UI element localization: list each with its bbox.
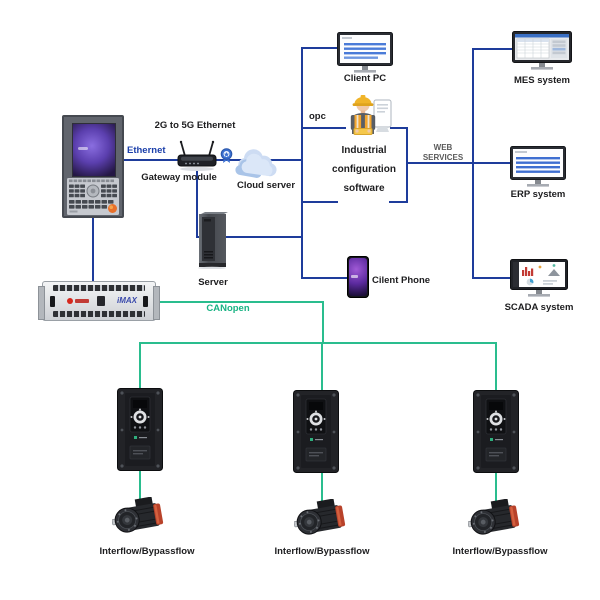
mes-system-label: MES system xyxy=(514,75,570,86)
server-branch-line xyxy=(196,236,303,238)
certificate-badge-icon xyxy=(220,148,233,163)
client-phone-label: Cilent Phone xyxy=(372,275,431,286)
cloud-server-label: Cloud server xyxy=(236,180,296,191)
hmi-screen xyxy=(72,123,116,177)
gateway-router-icon xyxy=(177,140,217,171)
scada-system-label: SCADA system xyxy=(504,302,574,313)
industrial-software-line2: configuration xyxy=(332,164,396,175)
motor3-link-line xyxy=(495,470,497,506)
plc-brand-text xyxy=(75,299,89,303)
motor1-link-line xyxy=(139,468,141,506)
industrial-software-label: Industrial configuration software xyxy=(312,141,416,198)
motor2-link-line xyxy=(321,470,323,506)
client-phone-icon xyxy=(347,256,369,298)
opc-label: opc xyxy=(309,111,326,122)
web-services-line xyxy=(406,162,514,164)
bracket-bottom-left-line xyxy=(302,201,338,203)
client-pc-label: Client PC xyxy=(343,73,387,84)
worker-right-line xyxy=(390,127,408,129)
right-vertical-line xyxy=(472,48,474,279)
gateway-caption-label: 2G to 5G Ethernet xyxy=(154,120,236,131)
web-services-line1: WEB xyxy=(433,143,453,152)
motor-icon xyxy=(112,497,164,533)
interflow-label-3: Interflow/Bypassflow xyxy=(452,546,548,557)
industrial-software-line3: software xyxy=(343,183,385,194)
drive1-drop-line xyxy=(139,342,141,390)
hmi-device-icon xyxy=(62,115,124,218)
motor-icon xyxy=(468,499,520,535)
canopen-bus-line xyxy=(139,342,497,344)
plc-bottom-slots xyxy=(53,311,145,317)
erp-monitor-icon xyxy=(510,146,566,187)
plc-brand-logo xyxy=(67,298,73,304)
plc-right-ear xyxy=(153,286,160,320)
server-tower-icon xyxy=(198,212,228,269)
canopen-line xyxy=(155,301,324,303)
hmi-down-line xyxy=(92,218,94,282)
plc-right-port xyxy=(143,296,148,307)
plc-connector xyxy=(97,296,105,306)
plc-top-slots xyxy=(53,285,145,291)
client-pc-branch-line xyxy=(301,47,338,49)
plc-model-label: iMAX xyxy=(117,296,137,305)
worker-icon xyxy=(350,95,392,135)
vfd-drive-icon xyxy=(473,390,519,473)
gateway-down-line xyxy=(196,171,198,238)
interflow-label-2: Interflow/Bypassflow xyxy=(274,546,370,557)
erp-system-label: ERP system xyxy=(510,189,566,200)
web-services-line2: SERVICES xyxy=(422,152,464,162)
interflow-label-1: Interflow/Bypassflow xyxy=(99,546,195,557)
phone-logo xyxy=(351,275,358,278)
scada-branch-line xyxy=(472,277,514,279)
hmi-screen-logo xyxy=(78,147,88,150)
plc-left-ear xyxy=(38,286,45,320)
gateway-module-label: Gateway module xyxy=(141,172,217,183)
drive2-drop-line xyxy=(321,342,323,392)
vfd-drive-icon xyxy=(293,390,339,473)
industrial-software-line1: Industrial xyxy=(341,145,387,156)
bracket-right-vertical-line xyxy=(406,127,408,203)
canopen-drop-line xyxy=(322,301,324,344)
bracket-bottom-right-line xyxy=(389,201,408,203)
scada-monitor-icon xyxy=(510,259,568,297)
plc-left-port xyxy=(50,296,55,307)
cloud-icon xyxy=(235,149,277,178)
motor-icon xyxy=(294,499,346,535)
phone-screen xyxy=(349,258,367,296)
drive3-drop-line xyxy=(495,342,497,392)
client-pc-monitor-icon xyxy=(337,32,393,73)
opc-branch-line xyxy=(302,127,346,129)
mes-monitor-icon xyxy=(512,31,572,70)
phone-branch-line xyxy=(302,277,350,279)
vfd-drive-icon xyxy=(117,388,163,471)
server-label: Server xyxy=(198,277,228,288)
hmi-keypad xyxy=(67,178,119,215)
ethernet-label: Ethernet xyxy=(127,145,166,156)
mes-branch-line xyxy=(472,48,515,50)
web-services-label: WEB SERVICES xyxy=(417,143,469,162)
canopen-label: CANopen xyxy=(206,303,250,314)
center-vertical-line xyxy=(301,47,303,279)
plc-controller-icon: iMAX xyxy=(38,281,160,321)
